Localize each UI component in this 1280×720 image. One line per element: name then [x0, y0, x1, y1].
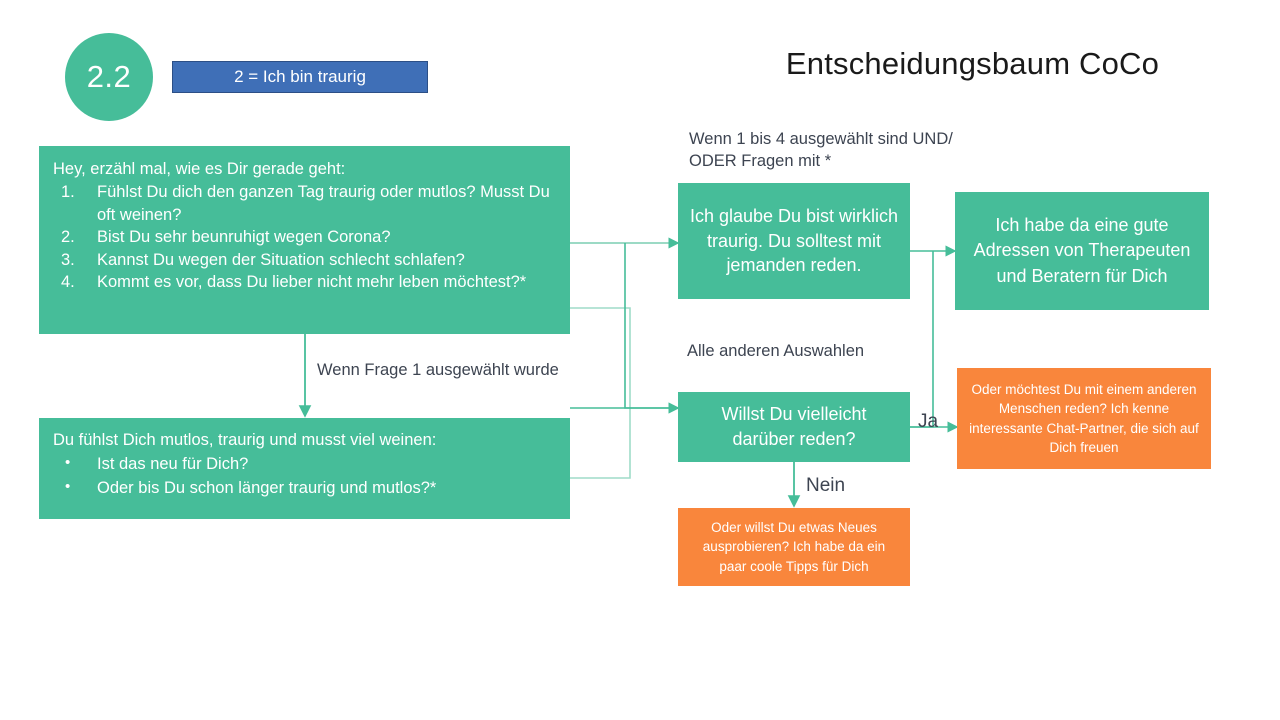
mood-banner-label: 2 = Ich bin traurig	[234, 67, 366, 86]
node-followup-questions-lead: Du fühlst Dich mutlos, traurig und musst…	[53, 431, 437, 449]
node-followup-questions-list: • Ist das neu für Dich? • Oder bis Du sc…	[53, 453, 556, 500]
list-item: • Ist das neu für Dich?	[53, 453, 556, 476]
annotation-condition-frage-1: Wenn Frage 1 ausgewählt wurde	[317, 361, 559, 379]
node-chat-partner-offer: Oder möchtest Du mit einem anderen Mensc…	[957, 368, 1211, 469]
node-therapist-addresses: Ich habe da eine gute Adressen von Thera…	[955, 192, 1209, 310]
list-item-number: 2.	[61, 228, 75, 247]
list-item: 1. Fühlst Du dich den ganzen Tag traurig…	[53, 181, 556, 226]
list-item-text: Ist das neu für Dich?	[97, 455, 249, 474]
list-item-text: Fühlst Du dich den ganzen Tag traurig od…	[97, 183, 550, 224]
list-item-number: 4.	[61, 273, 75, 292]
page-title: Entscheidungsbaum CoCo	[785, 46, 1160, 81]
step-number-label: 2.2	[86, 59, 132, 94]
list-item-number: 1.	[61, 183, 75, 202]
node-try-new-things: Oder willst Du etwas Neues ausprobieren?…	[678, 508, 910, 586]
list-item-number: 3.	[61, 250, 75, 269]
step-number-badge: 2.2	[65, 33, 153, 121]
connector-vertical-trunk	[624, 243, 680, 414]
node-initial-questions: Hey, erzähl mal, wie es Dir gerade geht:…	[39, 146, 570, 334]
list-item-text: Oder bis Du schon länger traurig und mut…	[97, 478, 437, 497]
node-initial-questions-list: 1. Fühlst Du dich den ganzen Tag traurig…	[53, 181, 556, 293]
list-item: • Oder bis Du schon länger traurig und m…	[53, 477, 556, 500]
list-item-text: Kannst Du wegen der Situation schlecht s…	[97, 250, 465, 269]
connector-questions-to-talk	[570, 307, 631, 479]
list-item: 2. Bist Du sehr beunruhigt wegen Corona?	[53, 226, 556, 248]
list-item-text: Kommt es vor, dass Du lieber nicht mehr …	[97, 273, 527, 292]
connector-talk-ja-trunk	[910, 251, 934, 428]
list-item-bullet: •	[65, 477, 71, 495]
node-want-to-talk: Willst Du vielleicht darüber reden?	[678, 392, 910, 462]
annotation-edge-label-yes: Ja	[918, 411, 939, 432]
annotation-edge-label-no: Nein	[806, 475, 846, 496]
node-followup-questions: Du fühlst Dich mutlos, traurig und musst…	[39, 418, 570, 519]
list-item-bullet: •	[65, 454, 71, 472]
list-item-text: Bist Du sehr beunruhigt wegen Corona?	[97, 228, 391, 247]
node-believe-really-sad: Ich glaube Du bist wirklich traurig. Du …	[678, 183, 910, 299]
annotation-condition-1-to-4: Wenn 1 bis 4 ausgewählt sind UND/ ODER F…	[689, 130, 953, 170]
annotation-all-other-choices: Alle anderen Auswahlen	[687, 342, 865, 360]
node-initial-questions-lead: Hey, erzähl mal, wie es Dir gerade geht:	[53, 160, 346, 178]
mood-banner: 2 = Ich bin traurig	[172, 61, 428, 93]
list-item: 3. Kannst Du wegen der Situation schlech…	[53, 249, 556, 271]
list-item: 4. Kommt es vor, dass Du lieber nicht me…	[53, 271, 556, 293]
